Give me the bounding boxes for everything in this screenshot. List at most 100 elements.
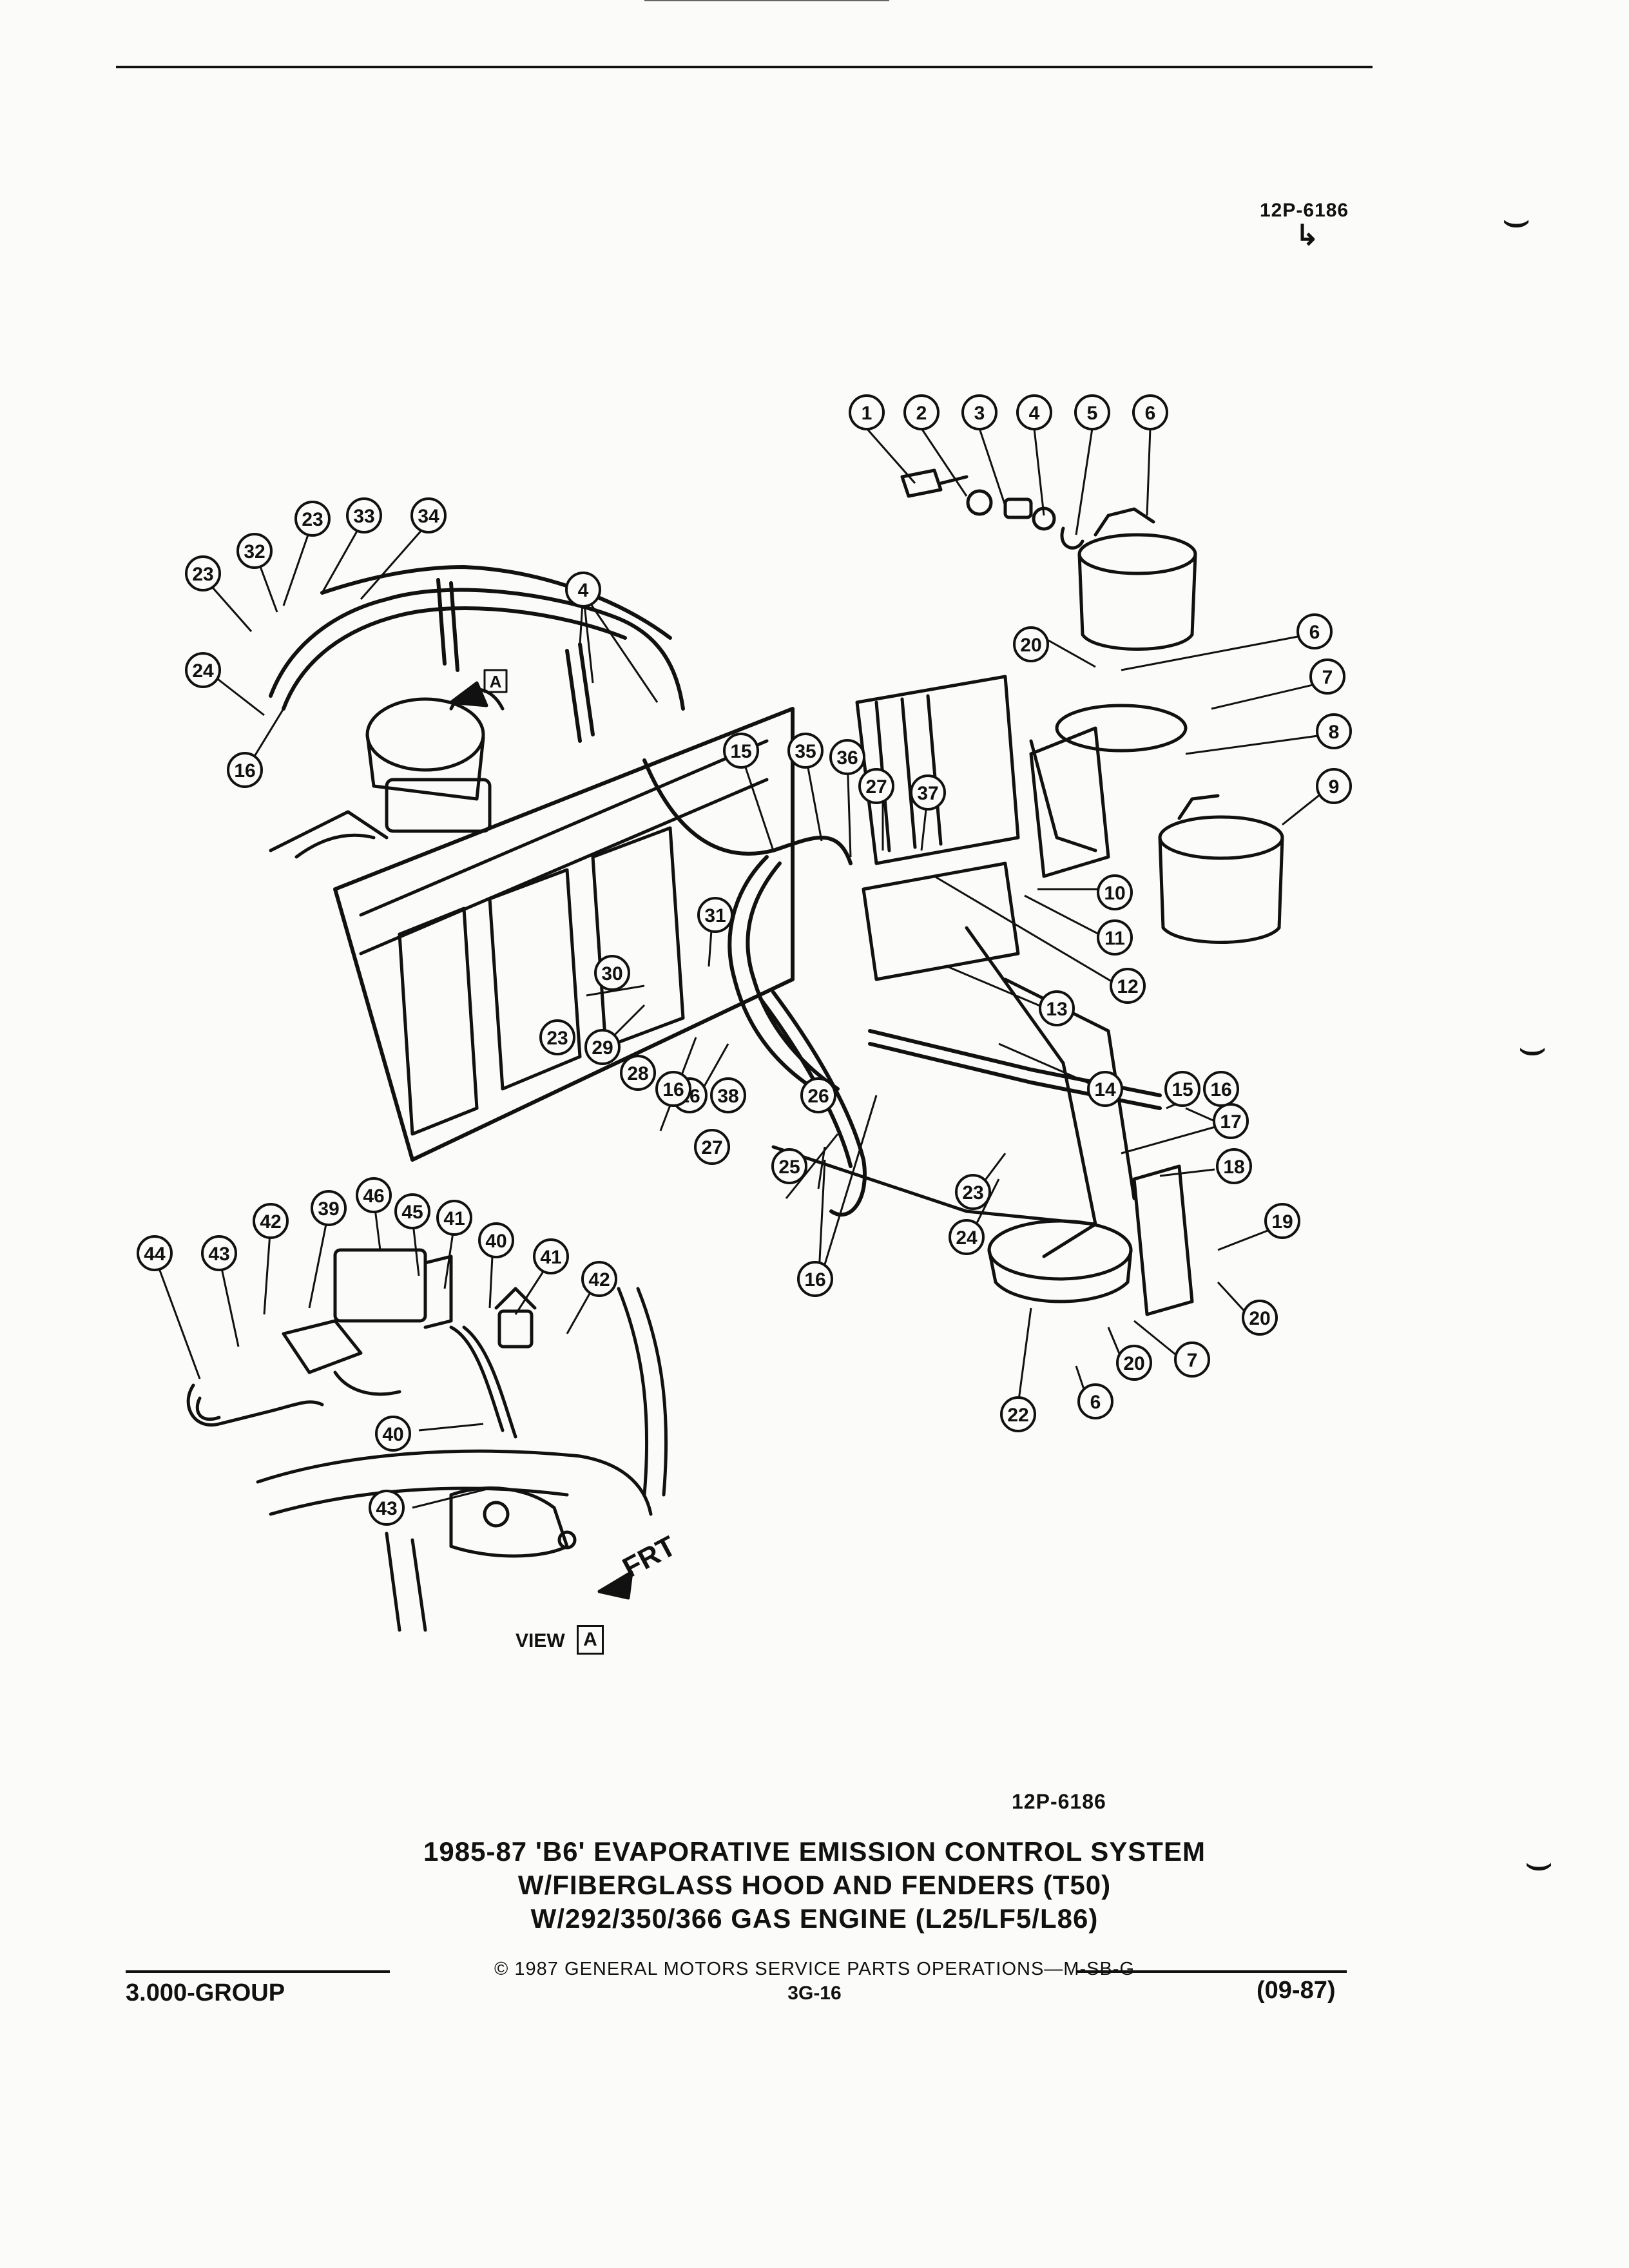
footer-rule-left	[126, 1970, 390, 1973]
header-rule-faint	[644, 0, 889, 1]
callout-circle	[1296, 613, 1333, 649]
callout-number: 38	[717, 1086, 738, 1107]
callout-circle	[694, 1129, 730, 1165]
title-line-2: W/FIBERGLASS HOOD AND FENDERS (T50)	[517, 1870, 1112, 1900]
callout-circle	[1309, 658, 1345, 695]
diagram-title: 1985-87 'B6' EVAPORATIVE EMISSION CONTRO…	[0, 1835, 1629, 1936]
callout-number: 23	[192, 564, 213, 585]
callout-number: 45	[401, 1202, 423, 1223]
callout-number: 28	[627, 1063, 648, 1084]
callout-number: 37	[917, 783, 938, 804]
callout-number: 41	[540, 1247, 561, 1268]
callout-number: 30	[601, 963, 622, 985]
callout-circle	[961, 394, 998, 430]
callout-number: 35	[795, 741, 816, 762]
callout-number: 46	[363, 1186, 384, 1207]
callout-number: 32	[244, 541, 265, 562]
callout-number: 29	[592, 1037, 613, 1059]
callout-circle	[849, 394, 885, 430]
callout-circle	[797, 1261, 833, 1297]
callout-circle	[910, 774, 946, 811]
vacuum-hoses-drawing	[269, 565, 685, 743]
callout-number: 43	[208, 1244, 229, 1265]
callout-number: 23	[962, 1182, 983, 1204]
callout-number: 33	[353, 506, 374, 527]
callout-number: 19	[1271, 1211, 1293, 1233]
air-cleaner-drawing	[365, 687, 505, 833]
callout-number: 15	[1171, 1079, 1193, 1100]
callout-circle	[1242, 1300, 1278, 1336]
callout-number: 16	[1210, 1079, 1231, 1100]
callout-number: 16	[804, 1269, 825, 1291]
callout-circle	[1316, 768, 1352, 804]
charcoal-canister-lower-drawing	[1158, 794, 1284, 944]
callout-number: 34	[418, 506, 439, 527]
callout-circle	[771, 1148, 807, 1184]
copyright-line: © 1987 GENERAL MOTORS SERVICE PARTS OPER…	[494, 1959, 1135, 1979]
callout-number: 9	[1329, 776, 1340, 798]
page-number: 3G-16	[787, 1983, 842, 2004]
header-rule	[116, 66, 1373, 68]
canister-bracket-drawing	[771, 675, 1136, 1258]
view-a-callout-letter: A	[490, 672, 502, 691]
callout-circle	[1097, 874, 1133, 910]
connector-parts-drawing	[900, 468, 1084, 550]
callout-circle	[201, 1235, 237, 1271]
binder-mark-icon: ⌣	[1524, 1837, 1554, 1887]
callout-circle	[697, 897, 733, 933]
callout-number: 27	[701, 1137, 722, 1158]
revision-date: (09-87)	[1257, 1977, 1336, 2004]
callout-number: 24	[956, 1227, 978, 1249]
diagram-code-top: 12P-6186	[1260, 200, 1349, 221]
callout-circle	[253, 1203, 289, 1239]
callout-number: 11	[1104, 928, 1125, 949]
callout-number: 7	[1187, 1350, 1198, 1371]
callout-circle	[800, 1077, 836, 1113]
callout-number: 31	[704, 905, 726, 927]
callout-circle	[539, 1019, 575, 1055]
callout-number: 23	[546, 1028, 568, 1049]
callout-circle	[436, 1200, 472, 1236]
view-a-arrow-icon	[449, 681, 488, 707]
callout-number: 44	[144, 1244, 166, 1265]
callout-circle	[955, 1174, 991, 1210]
title-line-3: W/292/350/366 GAS ENGINE (L25/LF5/L86)	[530, 1903, 1099, 1934]
callout-number: 5	[1087, 403, 1098, 424]
callout-circle	[185, 652, 221, 688]
callout-circle	[787, 733, 824, 769]
callout-circle	[346, 497, 382, 533]
callout-number: 4	[1029, 403, 1040, 424]
diagram-symbol-icon: ↳	[1295, 220, 1319, 251]
view-label: VIEW	[516, 1630, 565, 1651]
canister-clamp-lower-drawing	[987, 1164, 1194, 1316]
title-line-1: 1985-87 'B6' EVAPORATIVE EMISSION CONTRO…	[423, 1836, 1206, 1867]
callout-circle	[1016, 394, 1052, 430]
callout-number: 40	[485, 1231, 506, 1252]
callout-circle	[1203, 1071, 1239, 1107]
view-a-callout-box	[483, 669, 508, 693]
callout-number: 6	[1090, 1392, 1101, 1413]
callout-circle	[565, 572, 601, 608]
callout-circle	[356, 1177, 392, 1213]
callout-number: 24	[192, 660, 214, 682]
view-letter-box: A	[577, 1625, 604, 1655]
callout-number: 4	[578, 580, 589, 601]
front-arrow-icon	[597, 1570, 633, 1600]
callout-number: 16	[234, 760, 255, 782]
group-number: 3.000-GROUP	[126, 1979, 285, 2006]
callout-circle	[1039, 990, 1075, 1026]
callout-circle	[478, 1222, 514, 1258]
callout-circle	[1116, 1345, 1152, 1381]
callout-circle	[1164, 1071, 1200, 1107]
callout-circle	[949, 1219, 985, 1255]
diagram-code-bottom: 12P-6186	[1012, 1790, 1106, 1813]
callout-number: 14	[1094, 1079, 1116, 1100]
footer-rule-right	[1077, 1970, 1347, 1973]
callout-circle	[594, 955, 630, 991]
callout-number: 22	[1007, 1405, 1028, 1426]
binder-mark-icon: ⌣	[1501, 194, 1532, 244]
callout-circle	[294, 501, 331, 537]
callout-circle	[533, 1238, 569, 1274]
callout-circle	[236, 533, 273, 569]
